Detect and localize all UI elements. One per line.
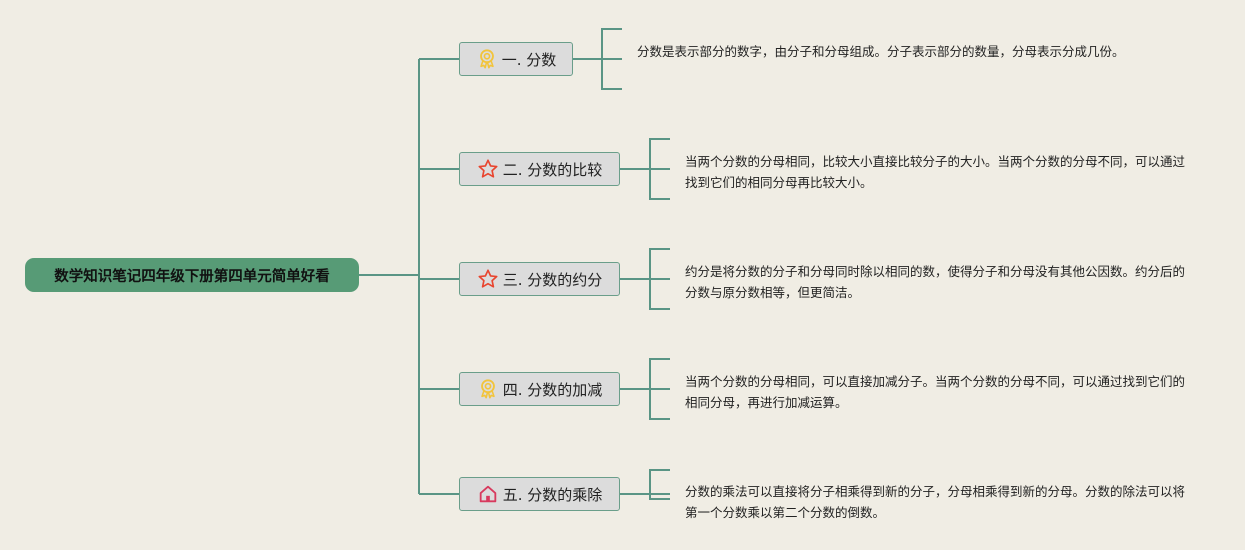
topic-label: 五. 分数的乘除	[502, 485, 603, 504]
star-icon	[477, 158, 499, 180]
topic-description: 当两个分数的分母相同，可以直接加减分子。当两个分数的分母不同，可以通过找到它们的…	[685, 374, 1186, 410]
topic-label: 三. 分数的约分	[502, 270, 603, 289]
topic-label: 一. 分数	[501, 50, 557, 69]
topic-fraction-add-subtract[interactable]: 四. 分数的加减	[459, 372, 620, 406]
topic-fraction-reduction[interactable]: 三. 分数的约分	[459, 262, 620, 296]
description-bracket	[649, 469, 670, 500]
description-bracket	[649, 138, 670, 200]
topic-description: 约分是将分数的分子和分母同时除以相同的数，使得分子和分母没有其他公因数。约分后的…	[685, 264, 1186, 300]
star-icon	[477, 268, 499, 290]
topic-fraction-comparison[interactable]: 二. 分数的比较	[459, 152, 620, 186]
topic-description: 当两个分数的分母相同，比较大小直接比较分子的大小。当两个分数的分母不同，可以通过…	[685, 154, 1186, 190]
root-topic[interactable]: 数学知识笔记四年级下册第四单元简单好看	[25, 258, 359, 292]
topic-fraction-multiply-divide[interactable]: 五. 分数的乘除	[459, 477, 620, 511]
topic-description: 分数是表示部分的数字，由分子和分母组成。分子表示部分的数量，分母表示分成几份。	[637, 44, 1125, 59]
description-bracket	[649, 248, 670, 310]
description-bracket	[649, 358, 670, 420]
award-ribbon-icon	[476, 48, 498, 70]
description-bracket	[601, 28, 622, 90]
topic-label: 二. 分数的比较	[502, 160, 603, 179]
award-ribbon-icon	[477, 378, 499, 400]
home-icon	[477, 483, 499, 505]
topic-fractions[interactable]: 一. 分数	[459, 42, 573, 76]
topic-label: 四. 分数的加减	[502, 380, 603, 399]
root-title: 数学知识笔记四年级下册第四单元简单好看	[54, 268, 330, 285]
topic-description: 分数的乘法可以直接将分子相乘得到新的分子，分母相乘得到新的分母。分数的除法可以将…	[685, 484, 1186, 520]
